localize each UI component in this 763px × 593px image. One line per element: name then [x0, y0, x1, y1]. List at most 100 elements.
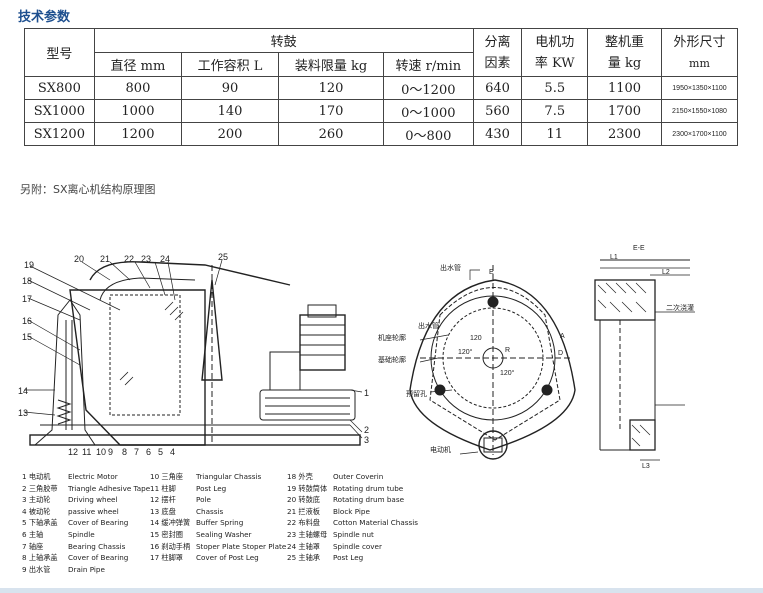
- legend-item: 7 轴座 Bearing Chassis: [22, 541, 150, 553]
- legend-cn: 4 被动轮: [22, 506, 51, 516]
- legend-cn: 8 上轴承盖: [22, 553, 58, 563]
- legend-cn: 16 刹动手柄: [150, 541, 191, 551]
- legend-en: Stoper Plate Stoper Plate: [196, 541, 287, 551]
- header-weight-l2: 量 kg: [607, 55, 642, 71]
- legend-en: passive wheel: [68, 506, 119, 516]
- part-number: 18: [22, 276, 32, 286]
- header-motor-l2: 率 KW: [534, 55, 575, 71]
- label-outlet: 出水管: [418, 321, 439, 330]
- label-l2: L2: [662, 269, 670, 276]
- part-number: 23: [141, 254, 151, 264]
- cell: 11: [521, 122, 589, 146]
- legend-item: 14 缓冲弹簧 Buffer Spring: [150, 517, 286, 529]
- legend-en: Sealing Washer: [196, 529, 252, 539]
- part-number: 3: [364, 435, 369, 445]
- label-anchor-hole: 预留孔: [406, 389, 427, 398]
- legend-en: Post Leg: [333, 553, 364, 563]
- legend-en: Cover of Post Leg: [196, 553, 259, 563]
- legend-cn: 24 主轴罩: [287, 541, 320, 551]
- legend-item: 11 柱脚 Post Leg: [150, 483, 286, 495]
- label-a: A: [560, 333, 565, 340]
- header-motor-l1: 电机功: [535, 34, 575, 50]
- legend-cn: 11 柱脚: [150, 483, 176, 493]
- legend-en: Chassis: [196, 506, 224, 516]
- label-d: D: [558, 350, 563, 357]
- part-number: 16: [22, 316, 32, 326]
- label-foundation-rim: 基础轮廓: [378, 355, 406, 364]
- legend-en: Pole: [196, 495, 211, 505]
- part-number: 10: [96, 447, 106, 457]
- cell: 1200: [93, 122, 183, 146]
- cell: 640: [472, 76, 523, 100]
- cell: 90: [181, 76, 279, 100]
- cell: 260: [277, 122, 385, 146]
- legend-cn: 13 底盘: [150, 506, 176, 516]
- legend-item: 24 主轴罩 Spindle cover: [287, 541, 418, 553]
- legend-item: 16 刹动手柄 Stoper Plate Stoper Plate: [150, 541, 286, 553]
- label-l3: L3: [642, 463, 650, 470]
- table-row: SX800 800 90 120 0～1200 640 5.5 1100 195…: [24, 76, 739, 100]
- legend-cn: 14 缓冲弹簧: [150, 518, 191, 528]
- sub-speed: 转速 r/min: [383, 52, 474, 77]
- cell: 140: [181, 99, 279, 123]
- label-grout: 二次浇灌: [666, 303, 694, 312]
- cell: 800: [93, 76, 183, 100]
- header-drum: 转鼓: [93, 28, 474, 53]
- section-view: [23, 259, 363, 446]
- part-number: 25: [218, 252, 228, 262]
- legend-en: Post Leg: [196, 483, 227, 493]
- cell: 5.5: [521, 76, 589, 100]
- part-number: 17: [22, 294, 32, 304]
- angle-label: 120: [470, 335, 482, 342]
- legend-cn: 5 下轴承盖: [22, 518, 58, 528]
- legend-en: Drain Pipe: [68, 564, 105, 574]
- cell: 1700: [587, 99, 662, 123]
- legend-cn: 18 外壳: [287, 472, 313, 481]
- cell: 0～1200: [383, 76, 474, 100]
- legend-cn: 20 转鼓底: [287, 495, 320, 505]
- legend-en: Spindle: [68, 529, 95, 539]
- cell: 1000: [93, 99, 183, 123]
- cell: 1950×1350×1100: [660, 76, 739, 100]
- part-number: 8: [122, 447, 127, 457]
- header-model: 型号: [24, 28, 95, 77]
- part-number: 12: [68, 447, 78, 457]
- header-separation-l1: 分离: [484, 34, 511, 50]
- part-number: 14: [18, 386, 28, 396]
- legend-en: Bearing Chassis: [68, 541, 126, 551]
- cell: 2300×1700×1100: [660, 122, 739, 146]
- legend-cn: 10 三角座: [150, 472, 183, 481]
- legend-cn: 12 摆杆: [150, 495, 176, 505]
- part-number: 4: [170, 447, 175, 457]
- cell: 430: [472, 122, 523, 146]
- legend-cn: 2 三角胶带: [22, 483, 58, 493]
- legend-en: Spindle nut: [333, 529, 374, 539]
- label-e: E: [489, 269, 494, 276]
- legend-cn: 7 轴座: [22, 541, 44, 551]
- legend-en: Spindle cover: [333, 541, 382, 551]
- ee-section-view: [594, 259, 695, 461]
- cell: 7.5: [521, 99, 589, 123]
- angle-label: 120°: [500, 369, 515, 377]
- legend-en: Block Pipe: [333, 506, 370, 516]
- sub-load: 装料限量 kg: [277, 52, 385, 77]
- legend-en: Cover of Bearing: [68, 518, 129, 528]
- header-dimensions-l1: 外形尺寸: [673, 34, 726, 50]
- header-motor: 电机功率 KW: [521, 28, 589, 77]
- label-base-rim: 机座轮廓: [378, 333, 406, 342]
- cell: 0～800: [383, 122, 474, 146]
- part-number: 24: [160, 254, 170, 264]
- legend-item: 13 底盘 Chassis: [150, 506, 286, 518]
- legend-en: Cover of Bearing: [68, 553, 129, 563]
- legend-en: Buffer Spring: [196, 518, 244, 528]
